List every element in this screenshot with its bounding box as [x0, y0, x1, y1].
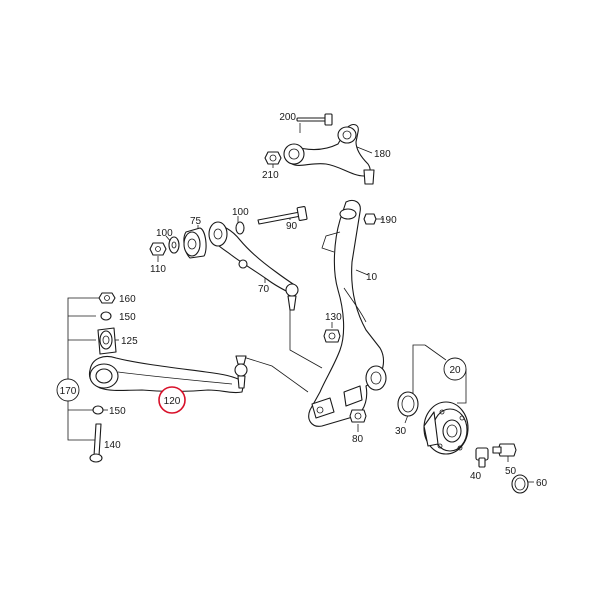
callout-210[interactable]: 210	[262, 170, 279, 181]
bushing-125	[97, 327, 117, 355]
callout-20[interactable]: 20	[449, 365, 461, 376]
callout-110[interactable]: 110	[150, 264, 166, 275]
nut-110	[149, 242, 167, 256]
callout-circle-170[interactable]	[56, 378, 80, 402]
callout-circle-20[interactable]	[443, 357, 467, 381]
seal-30	[397, 391, 419, 417]
callout-80[interactable]: 80	[352, 434, 364, 445]
callout-130[interactable]: 130	[325, 312, 342, 323]
cap-60	[511, 474, 529, 494]
steering-knuckle	[308, 199, 387, 427]
bolt-140	[89, 423, 103, 463]
callout-120[interactable]: 120	[164, 396, 181, 407]
callout-125[interactable]: 125	[121, 336, 138, 347]
leader-lines	[67, 123, 534, 483]
bolt-90	[257, 206, 308, 225]
washer-100	[168, 236, 180, 254]
upper-control-arm	[283, 123, 375, 185]
callout-30[interactable]: 30	[395, 426, 407, 437]
washer-150-lower	[92, 405, 104, 415]
nut-80	[349, 409, 367, 423]
callout-100-upper[interactable]: 100	[232, 207, 249, 218]
lower-control-arm	[88, 355, 248, 394]
callout-75[interactable]: 75	[190, 216, 202, 227]
callout-90[interactable]: 90	[286, 221, 298, 232]
tension-strut	[208, 221, 299, 311]
callout-10[interactable]: 10	[366, 272, 378, 283]
bolt-200	[296, 113, 333, 126]
nut-160	[98, 292, 116, 304]
bolt-130	[323, 329, 341, 343]
callout-circle-120-highlighted[interactable]	[158, 386, 186, 414]
bushing-75	[183, 227, 207, 259]
callout-50[interactable]: 50	[505, 466, 517, 477]
callout-100-left[interactable]: 100	[156, 228, 173, 239]
callout-60[interactable]: 60	[536, 478, 548, 489]
callout-180[interactable]: 180	[374, 149, 391, 160]
callout-70[interactable]: 70	[258, 284, 270, 295]
callout-200[interactable]: 200	[279, 112, 296, 123]
callout-170[interactable]: 170	[60, 386, 77, 397]
washer-150-upper	[100, 311, 112, 321]
part-number-labels: 200 180 210 75 100 90 190 100 110 70 10 …	[56, 112, 548, 489]
callout-140[interactable]: 140	[104, 440, 121, 451]
callout-150-upper[interactable]: 150	[119, 312, 136, 323]
callout-40[interactable]: 40	[470, 471, 482, 482]
wheel-hub	[423, 401, 469, 455]
nut-190	[363, 213, 377, 225]
callout-150-lower[interactable]: 150	[109, 406, 126, 417]
bolt-50	[492, 443, 517, 457]
bolt-40	[475, 447, 489, 468]
callout-160[interactable]: 160	[119, 294, 136, 305]
callout-190[interactable]: 190	[380, 215, 397, 226]
washer-100-upper	[235, 221, 245, 235]
nut-210	[264, 151, 282, 165]
